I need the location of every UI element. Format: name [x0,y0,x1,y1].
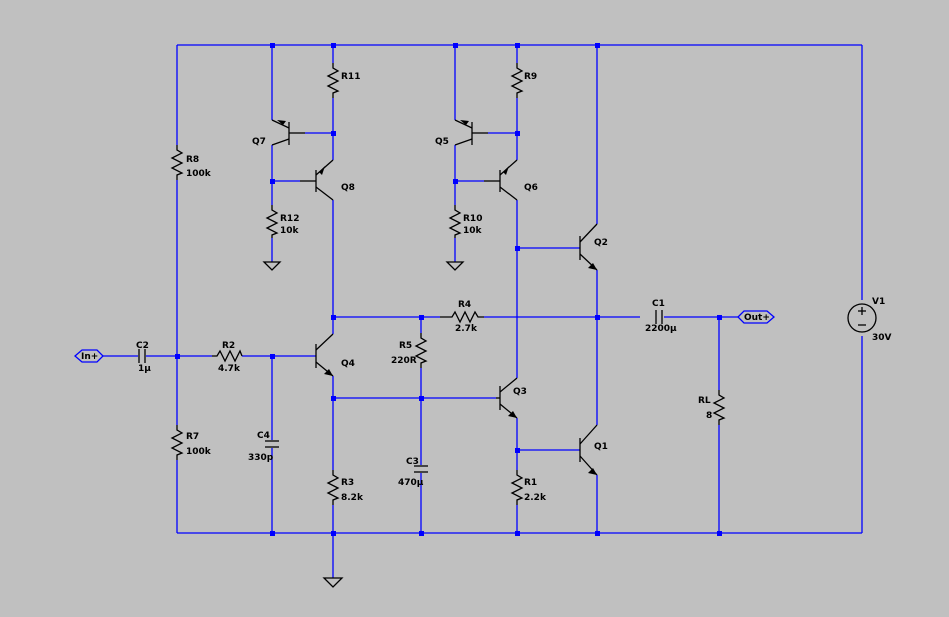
r12-value: 10k [280,226,300,236]
q8-name: Q8 [341,183,355,193]
c2-name: C2 [136,341,149,351]
r8-name: R8 [186,155,199,165]
r12-name: R12 [280,214,299,224]
capacitor-c1[interactable]: C1 2200µ [645,299,677,334]
r11-name: R11 [341,72,360,82]
c3-value: 470µ [398,478,424,488]
r5-name: R5 [399,341,412,351]
resistor-rl[interactable]: RL 8 [698,390,726,425]
ground-symbol [445,261,465,271]
resistor-r12[interactable]: R12 10k [265,205,300,238]
transistor-q2[interactable]: Q2 [579,223,608,271]
q5-name: Q5 [435,137,449,147]
resistor-r2[interactable]: R2 4.7k [212,341,243,374]
resistor-r11[interactable]: R11 [326,63,360,98]
resistor-r4[interactable]: R4 2.7k [440,300,484,334]
r7-name: R7 [186,432,199,442]
r10-name: R10 [463,214,482,224]
resistor-r10[interactable]: R10 10k [448,205,483,238]
r2-name: R2 [222,341,235,351]
input-port-label: In+ [81,352,98,362]
v1-value: 30V [872,333,892,343]
resistor-r3[interactable]: R3 8.2k [326,470,364,505]
r8-value: 100k [186,169,212,179]
transistor-q4[interactable]: Q4 [315,333,355,377]
transistor-q6[interactable]: Q6 [484,159,538,201]
r4-value: 2.7k [455,324,478,334]
r5-value: 220R [391,356,417,366]
rl-value: 8 [706,411,712,421]
transistor-q3[interactable]: Q3 [496,377,527,419]
capacitor-c4[interactable]: C4 330p [248,431,279,463]
q1-name: Q1 [594,442,608,452]
output-port[interactable]: Out+ [737,310,775,324]
q4-name: Q4 [341,359,355,369]
c1-name: C1 [652,299,665,309]
c3-name: C3 [406,457,419,467]
rl-name: RL [698,396,711,406]
transistor-q5[interactable]: Q5 [435,119,488,147]
output-port-label: Out+ [744,313,770,323]
resistor-r9[interactable]: R9 [510,63,537,98]
r10-value: 10k [463,226,483,236]
ground-symbol [262,261,282,271]
r7-value: 100k [186,447,212,457]
r3-value: 8.2k [341,493,364,503]
r1-name: R1 [524,478,537,488]
resistor-r1[interactable]: R1 2.2k [510,470,547,505]
c4-name: C4 [257,431,270,441]
resistor-r8[interactable]: R8 100k [170,145,212,180]
c4-value: 330p [248,453,274,463]
r1-value: 2.2k [524,493,547,503]
capacitor-c2[interactable]: C2 1µ [136,341,151,374]
input-port[interactable]: In+ [74,349,104,363]
resistor-r5[interactable]: R5 220R [391,333,428,368]
q2-name: Q2 [594,238,608,248]
v1-name: V1 [872,297,885,307]
transistor-q8[interactable]: Q8 [300,159,355,201]
r4-name: R4 [458,300,471,310]
resistor-r7[interactable]: R7 100k [170,425,212,460]
voltage-source-v1[interactable]: V1 30V [847,297,892,343]
c1-value: 2200µ [645,324,677,334]
q6-name: Q6 [524,183,538,193]
q7-name: Q7 [252,137,266,147]
transistor-q1[interactable]: Q1 [579,424,608,476]
junctions [175,43,722,536]
transistor-q7[interactable]: Q7 [252,119,305,147]
r2-value: 4.7k [218,364,241,374]
capacitor-c3[interactable]: C3 470µ [398,457,428,488]
q3-name: Q3 [513,387,527,397]
c2-value: 1µ [138,364,151,374]
ground-symbol [322,577,344,588]
r9-name: R9 [524,72,537,82]
r3-name: R3 [341,478,354,488]
wires [103,44,863,578]
